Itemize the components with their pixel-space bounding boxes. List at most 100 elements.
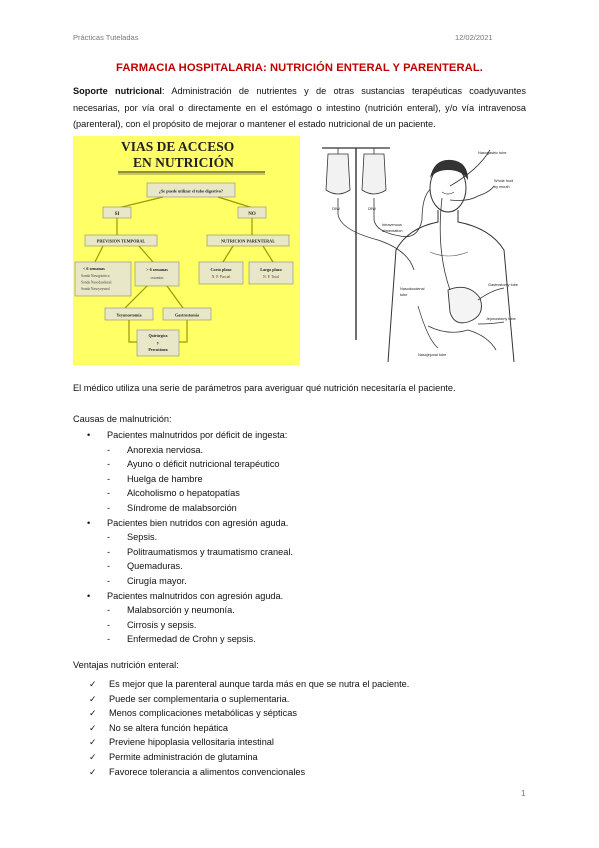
short-term-line2: N. P. Parcial	[212, 275, 231, 279]
list-item: ✓ Puede ser complementaria o suplementari…	[73, 692, 409, 707]
nasogastric-label: Nasogastric tube	[478, 151, 507, 155]
bullet-icon: •	[87, 430, 91, 440]
gt6-line1: > 6 semanas	[146, 267, 168, 272]
question-box: ¿Se puede utilizar el tubo digestivo?	[159, 189, 223, 194]
list-item: • Pacientes bien nutridos con agresión ag…	[73, 516, 293, 589]
list-item: -Alcoholismo o hepatopatías	[107, 488, 240, 499]
checkmark-icon: ✓	[89, 766, 97, 777]
gastrostomy-label: Gastrostomy tube	[488, 283, 518, 287]
access-routes-flowchart: VIAS DE ACCESO EN NUTRICIÓN ¿Se puede ut…	[73, 136, 300, 365]
bag2-label: D5W	[368, 207, 376, 211]
no-box: NO	[248, 212, 256, 217]
doctor-paragraph: El médico utiliza una serie de parámetro…	[73, 383, 456, 393]
intro-term: Soporte nutricional	[73, 86, 162, 96]
list-item-text: Cirugía mayor.	[127, 575, 187, 586]
iv-label-line2: alimentation	[382, 229, 402, 233]
checkmark-icon: ✓	[89, 708, 97, 719]
jejunostomy-box: Yeyunostomía	[116, 313, 142, 318]
yes-box: SI	[115, 212, 120, 217]
nasoduodenal-line2: tube	[400, 293, 407, 297]
list-item-label: Pacientes malnutridos con agresión aguda…	[107, 590, 284, 601]
figure-title-line2: EN NUTRICIÓN	[133, 155, 234, 170]
advantages-heading: Ventajas nutrición enteral:	[73, 660, 179, 670]
list-item-text: No se altera función hepática	[109, 722, 229, 733]
list-item: -Politraumatismos y traumatismo craneal.	[107, 546, 293, 557]
whole-food-line2: by mouth	[494, 185, 510, 189]
lt6-line4: Sonda Nasoyeyunal	[81, 287, 110, 291]
surgical-line1: Quirúrgica	[148, 333, 167, 338]
list-item-text: Favorece tolerancia a alimentos convenci…	[109, 766, 306, 777]
page-number: 1	[521, 788, 526, 798]
list-item: -Malabsorción y neumonía.	[107, 605, 235, 616]
list-item-text: Huelga de hambre	[127, 473, 203, 484]
iv-bag-icon	[361, 153, 387, 195]
causes-list: • Pacientes malnutridos por déficit de in…	[73, 428, 293, 647]
running-header-date: 12/02/2021	[455, 33, 493, 42]
lt6-line3: Sonda Nasoduodenal	[81, 281, 111, 285]
advantages-list: ✓ Es mejor que la parenteral aunque tarda…	[73, 677, 409, 779]
list-item: ✓ Favorece tolerancia a alimentos convenc…	[73, 765, 409, 780]
nasoduodenal-line1: Nasoduodenal	[400, 287, 425, 291]
nasojejunal-label: Nasojejunal tube	[418, 353, 446, 357]
list-item-text: Quemaduras.	[127, 561, 183, 572]
long-term-line2: N. P. Total	[263, 275, 279, 279]
long-term-line1: Largo plazo	[260, 267, 282, 272]
list-item: ✓ Menos complicaciones metabólicas y sépt…	[73, 706, 409, 721]
bag1-label: D5W	[332, 207, 340, 211]
list-item-text: Anorexia nerviosa.	[127, 444, 204, 455]
list-item: -Quemaduras.	[107, 561, 183, 572]
list-item: ✓ No se altera función hepática	[73, 721, 409, 736]
list-item-label: Pacientes malnutridos por déficit de ing…	[107, 430, 288, 440]
list-item-label: Pacientes bien nutridos con agresión agu…	[107, 517, 289, 528]
short-term-line1: Corto plazo	[210, 267, 231, 272]
bullet-icon: •	[87, 517, 91, 528]
iv-bag-icon	[325, 153, 351, 195]
intro-text: : Administración de nutrientes y de otra…	[73, 86, 526, 129]
list-item-text: Previene hipoplasia vellositaria intesti…	[109, 737, 274, 748]
list-item-text: Cirrosis y sepsis.	[127, 619, 197, 630]
gastrostomy-box: Gastrostomía	[175, 313, 200, 318]
patient-feeding-tubes-illustration: D5W D5W Nasogastric tube Whole food by m…	[318, 140, 526, 362]
running-header-left: Prácticas Tuteladas	[73, 33, 139, 42]
list-item-text: Puede ser complementaria o suplementaria…	[109, 693, 290, 704]
iv-label-line1: Intravenous	[382, 223, 402, 227]
list-item-text: Menos complicaciones metabólicas y sépti…	[109, 708, 297, 719]
causes-heading: Causas de malnutrición:	[73, 414, 172, 424]
list-item: -Ayuno o déficit nutricional terapéutico	[107, 459, 280, 470]
list-item: -Cirrosis y sepsis.	[107, 619, 197, 630]
list-item-text: Malabsorción y neumonía.	[127, 605, 235, 616]
list-item-text: Es mejor que la parenteral aunque tarda …	[109, 679, 410, 689]
bullet-icon: •	[87, 590, 91, 601]
figure-title-line1: VIAS DE ACCESO	[121, 139, 234, 154]
list-item-text: Síndrome de malabsorción	[127, 502, 237, 513]
list-item: • Pacientes malnutridos con agresión agud…	[73, 589, 293, 647]
lt6-line2: Sonda Nasogástrica	[81, 274, 110, 278]
checkmark-icon: ✓	[89, 693, 97, 704]
checkmark-icon: ✓	[89, 679, 97, 689]
checkmark-icon: ✓	[89, 722, 97, 733]
list-item-text: Permite administración de glutamina	[109, 751, 258, 762]
list-item-text: Politraumatismos y traumatismo craneal.	[127, 546, 293, 557]
list-item: • Pacientes malnutridos por déficit de in…	[73, 428, 293, 516]
list-item: -Huelga de hambre	[107, 473, 203, 484]
parenteral-box: NUTRICION PARENTERAL	[221, 239, 275, 244]
list-item-text: Ayuno o déficit nutricional terapéutico	[127, 459, 280, 470]
list-item-text: Sepsis.	[127, 532, 158, 543]
surgical-line3: Percutánea	[148, 347, 167, 352]
jejunostomy-label: Jejunostomy tube	[486, 317, 516, 321]
list-item: -Síndrome de malabsorción	[107, 502, 237, 513]
list-item-text: Alcoholismo o hepatopatías	[127, 488, 240, 499]
list-item: -Anorexia nerviosa.	[107, 444, 204, 455]
list-item: ✓ Previene hipoplasia vellositaria intest…	[73, 735, 409, 750]
list-item-text: Enfermedad de Crohn y sepsis.	[127, 634, 256, 645]
whole-food-line1: Whole food	[494, 179, 513, 183]
checkmark-icon: ✓	[89, 751, 97, 762]
prevision-box: PREVISION TEMPORAL	[97, 239, 146, 244]
list-item: ✓ Es mejor que la parenteral aunque tarda…	[73, 677, 409, 692]
list-item: ✓ Permite administración de glutamina	[73, 750, 409, 765]
intro-paragraph: Soporte nutricional: Administración de n…	[73, 83, 526, 133]
gt6-line2: ostomías	[151, 276, 164, 280]
surgical-line2: y	[157, 340, 159, 345]
list-item: -Cirugía mayor.	[107, 575, 187, 586]
checkmark-icon: ✓	[89, 737, 97, 748]
